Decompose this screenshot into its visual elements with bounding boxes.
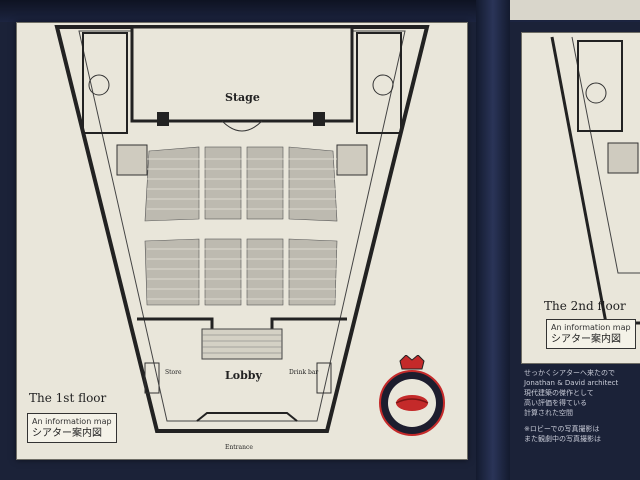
info-map-badge: An information map シアター案内図 (27, 413, 117, 443)
info-map-japanese: シアター案内図 (32, 428, 102, 439)
body-line: また観劇中の写真撮影は (524, 435, 601, 443)
stage-pillar-right (313, 112, 325, 126)
info-map-english-2: An information map (551, 323, 631, 332)
left-stairwell (82, 32, 128, 134)
right-stairwell (356, 32, 402, 134)
lobby-label: Lobby (225, 369, 262, 382)
seat-block-rear-right (288, 238, 338, 306)
body-line: せっかくシアターへ来たので (524, 369, 615, 377)
info-map-japanese-2: シアター案内図 (551, 334, 621, 345)
second-floor-plan (550, 36, 640, 325)
body-line: 高い評価を得ている (524, 399, 587, 407)
seat-rows (147, 158, 337, 300)
right-side-stairs (336, 144, 368, 176)
second-floor-map-page: The 2nd floor An information map シアター案内図 (521, 32, 640, 364)
entrance-label: Entrance (225, 444, 253, 451)
lips-icon (396, 395, 428, 411)
crown-icon (399, 355, 425, 370)
stage-apron (221, 120, 263, 132)
seat-block-front-left (144, 146, 200, 222)
right-spiral-stair (372, 74, 394, 96)
first-floor-plan (54, 25, 430, 433)
right-page-top-edge (485, 0, 640, 20)
right-page-body-text: せっかくシアターへ来たので Jonathan & David architect… (524, 368, 634, 444)
stage-pillar-left (157, 112, 169, 126)
stage-label: Stage (225, 91, 260, 104)
store-counter (144, 362, 160, 394)
floor-2-title: The 2nd floor (544, 299, 626, 313)
info-map-badge-2: An information map シアター案内図 (546, 319, 636, 349)
left-side-stairs (116, 144, 148, 176)
seat-block-front-center-left (204, 146, 242, 220)
body-line: 計算された空間 (524, 409, 573, 417)
store-label: Store (165, 369, 182, 376)
seating-blocks (144, 146, 338, 306)
left-spiral-stair (88, 74, 110, 96)
drink-bar-label: Drink bar (289, 369, 319, 376)
seat-block-rear-center-right (246, 238, 284, 306)
lobby-stairs (201, 328, 283, 360)
body-line: Jonathan & David architect (524, 379, 619, 387)
seat-block-front-center-right (246, 146, 284, 220)
info-map-english: An information map (32, 417, 112, 426)
drink-bar-counter (316, 362, 332, 394)
body-line: 現代建築の傑作として (524, 389, 594, 397)
body-line: ※ロビーでの写真撮影は (524, 425, 600, 433)
entrance-doors (196, 412, 298, 422)
seat-block-rear-left (144, 238, 200, 306)
floor-title: The 1st floor (29, 391, 107, 405)
seat-block-rear-center-left (204, 238, 242, 306)
stage-area (130, 25, 354, 123)
theater-emblem-logo (379, 355, 445, 436)
book-gutter (476, 0, 510, 480)
seat-block-front-right (288, 146, 338, 222)
